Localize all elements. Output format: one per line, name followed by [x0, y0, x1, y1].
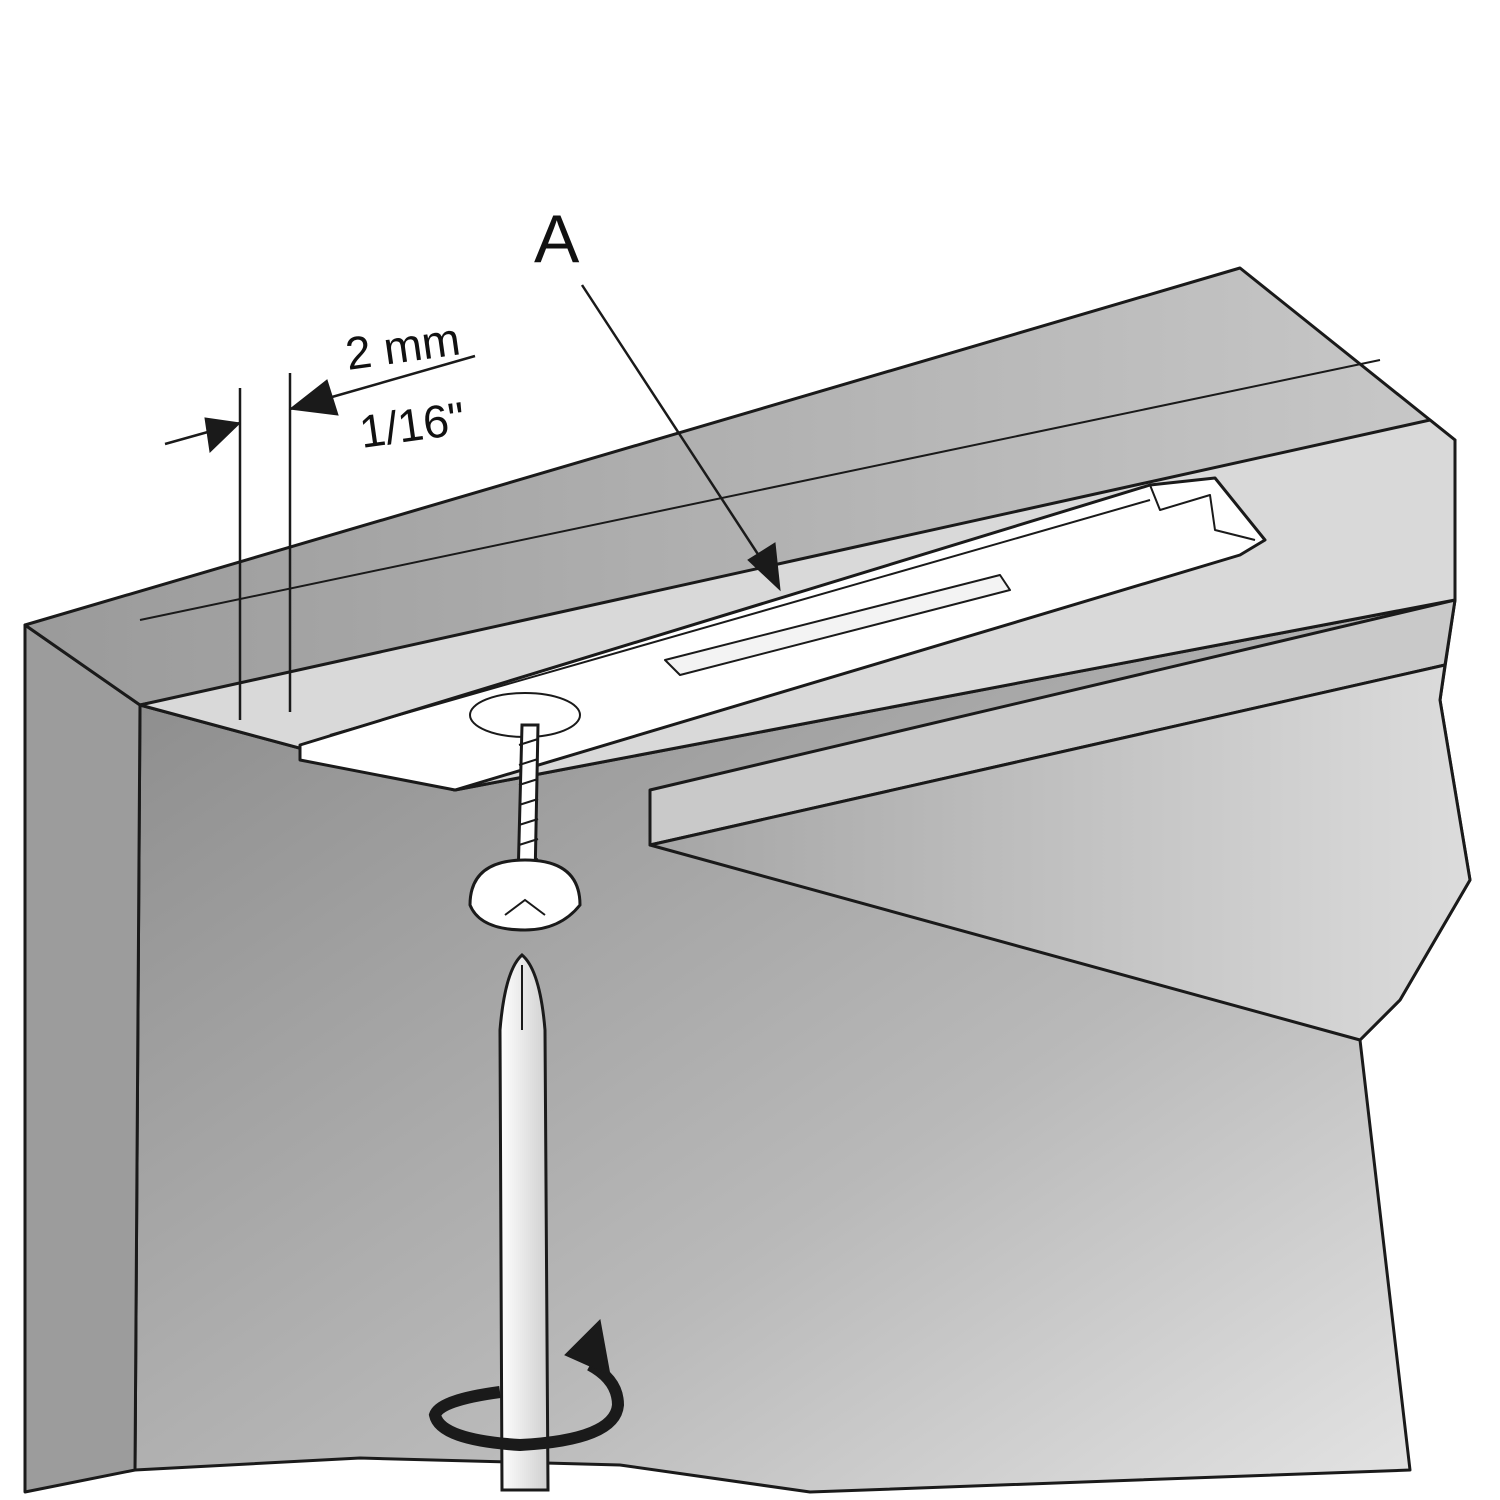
callout-a-label: A: [534, 201, 580, 277]
door-panel-face: [648, 663, 1472, 1042]
screwdriver: [498, 953, 550, 1492]
rotate-clockwise-icon: [428, 1318, 625, 1452]
track-edge: [329, 499, 1151, 736]
dimension-imperial-label: 1/16": [356, 392, 468, 458]
track-end: [1149, 484, 1256, 541]
dimension-metric-label: 2 mm: [342, 312, 463, 379]
frame-left-post: [23, 623, 142, 1494]
dimension-marker: [164, 354, 476, 720]
callout-a-leader: [580, 284, 781, 592]
track-slot: [664, 574, 1011, 676]
header-edge: [139, 359, 1381, 621]
screw: [468, 723, 582, 932]
